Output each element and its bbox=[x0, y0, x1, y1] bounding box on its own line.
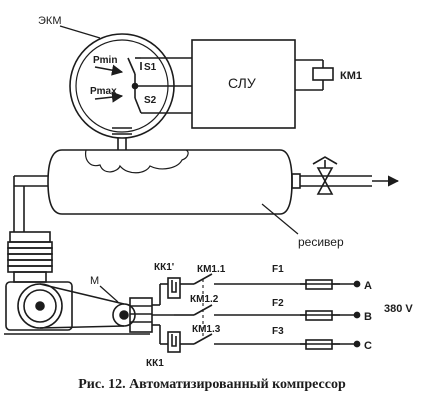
label-motor: М bbox=[90, 275, 99, 287]
motor-leader bbox=[99, 285, 119, 303]
label-phase-b: B bbox=[364, 311, 372, 323]
label-ekm: ЭКМ bbox=[38, 15, 61, 27]
label-kk1-prime: КК1' bbox=[154, 262, 174, 273]
label-phase-a: A bbox=[364, 280, 372, 292]
label-phase-c: C bbox=[364, 340, 372, 352]
compressor-pipe bbox=[13, 175, 48, 232]
label-km1: КМ1 bbox=[340, 70, 362, 82]
slu-block bbox=[191, 39, 296, 129]
label-voltage: 380 V bbox=[384, 303, 413, 315]
label-slu: СЛУ bbox=[228, 75, 256, 91]
label-f3: F3 bbox=[272, 326, 284, 337]
thermal-relay-kk1-prime bbox=[160, 277, 181, 299]
thermal-relay-kk1 bbox=[160, 331, 181, 353]
output-pipe bbox=[291, 173, 400, 189]
km1-coil bbox=[312, 67, 334, 81]
motor-pulley bbox=[112, 297, 153, 333]
label-s1: S1 bbox=[144, 62, 157, 73]
label-s2: S2 bbox=[144, 95, 157, 106]
label-km1-1: КМ1.1 bbox=[197, 264, 226, 275]
ekm-leader bbox=[59, 25, 101, 39]
pressure-gauge bbox=[69, 33, 175, 139]
label-kk1: КК1 bbox=[146, 358, 164, 369]
terminal-c bbox=[353, 340, 361, 348]
drive-belt-bottom bbox=[39, 325, 125, 329]
label-km1-3: КМ1.3 bbox=[192, 324, 221, 335]
drive-belt-top bbox=[39, 283, 125, 305]
contactor-km1-2 bbox=[184, 304, 306, 316]
label-f2: F2 bbox=[272, 298, 284, 309]
terminal-b bbox=[353, 311, 361, 319]
valve-icon bbox=[312, 156, 338, 195]
motor-leads bbox=[152, 284, 174, 344]
label-receiver: ресивер bbox=[298, 235, 344, 249]
contactor-km1-1 bbox=[180, 273, 306, 285]
terminal-a bbox=[353, 280, 361, 288]
label-km1-2: КМ1.2 bbox=[190, 294, 219, 305]
label-pmax: Pmax bbox=[90, 86, 117, 97]
receiver-leader bbox=[261, 203, 299, 235]
label-f1: F1 bbox=[272, 264, 284, 275]
receiver-tank bbox=[47, 149, 293, 215]
contactor-km1-3 bbox=[180, 333, 306, 345]
compressor-head bbox=[7, 231, 53, 283]
figure-caption: Рис. 12. Автоматизированный компрессор bbox=[78, 377, 346, 392]
gauge-pipe bbox=[112, 127, 132, 150]
label-pmin: Pmin bbox=[93, 55, 117, 66]
